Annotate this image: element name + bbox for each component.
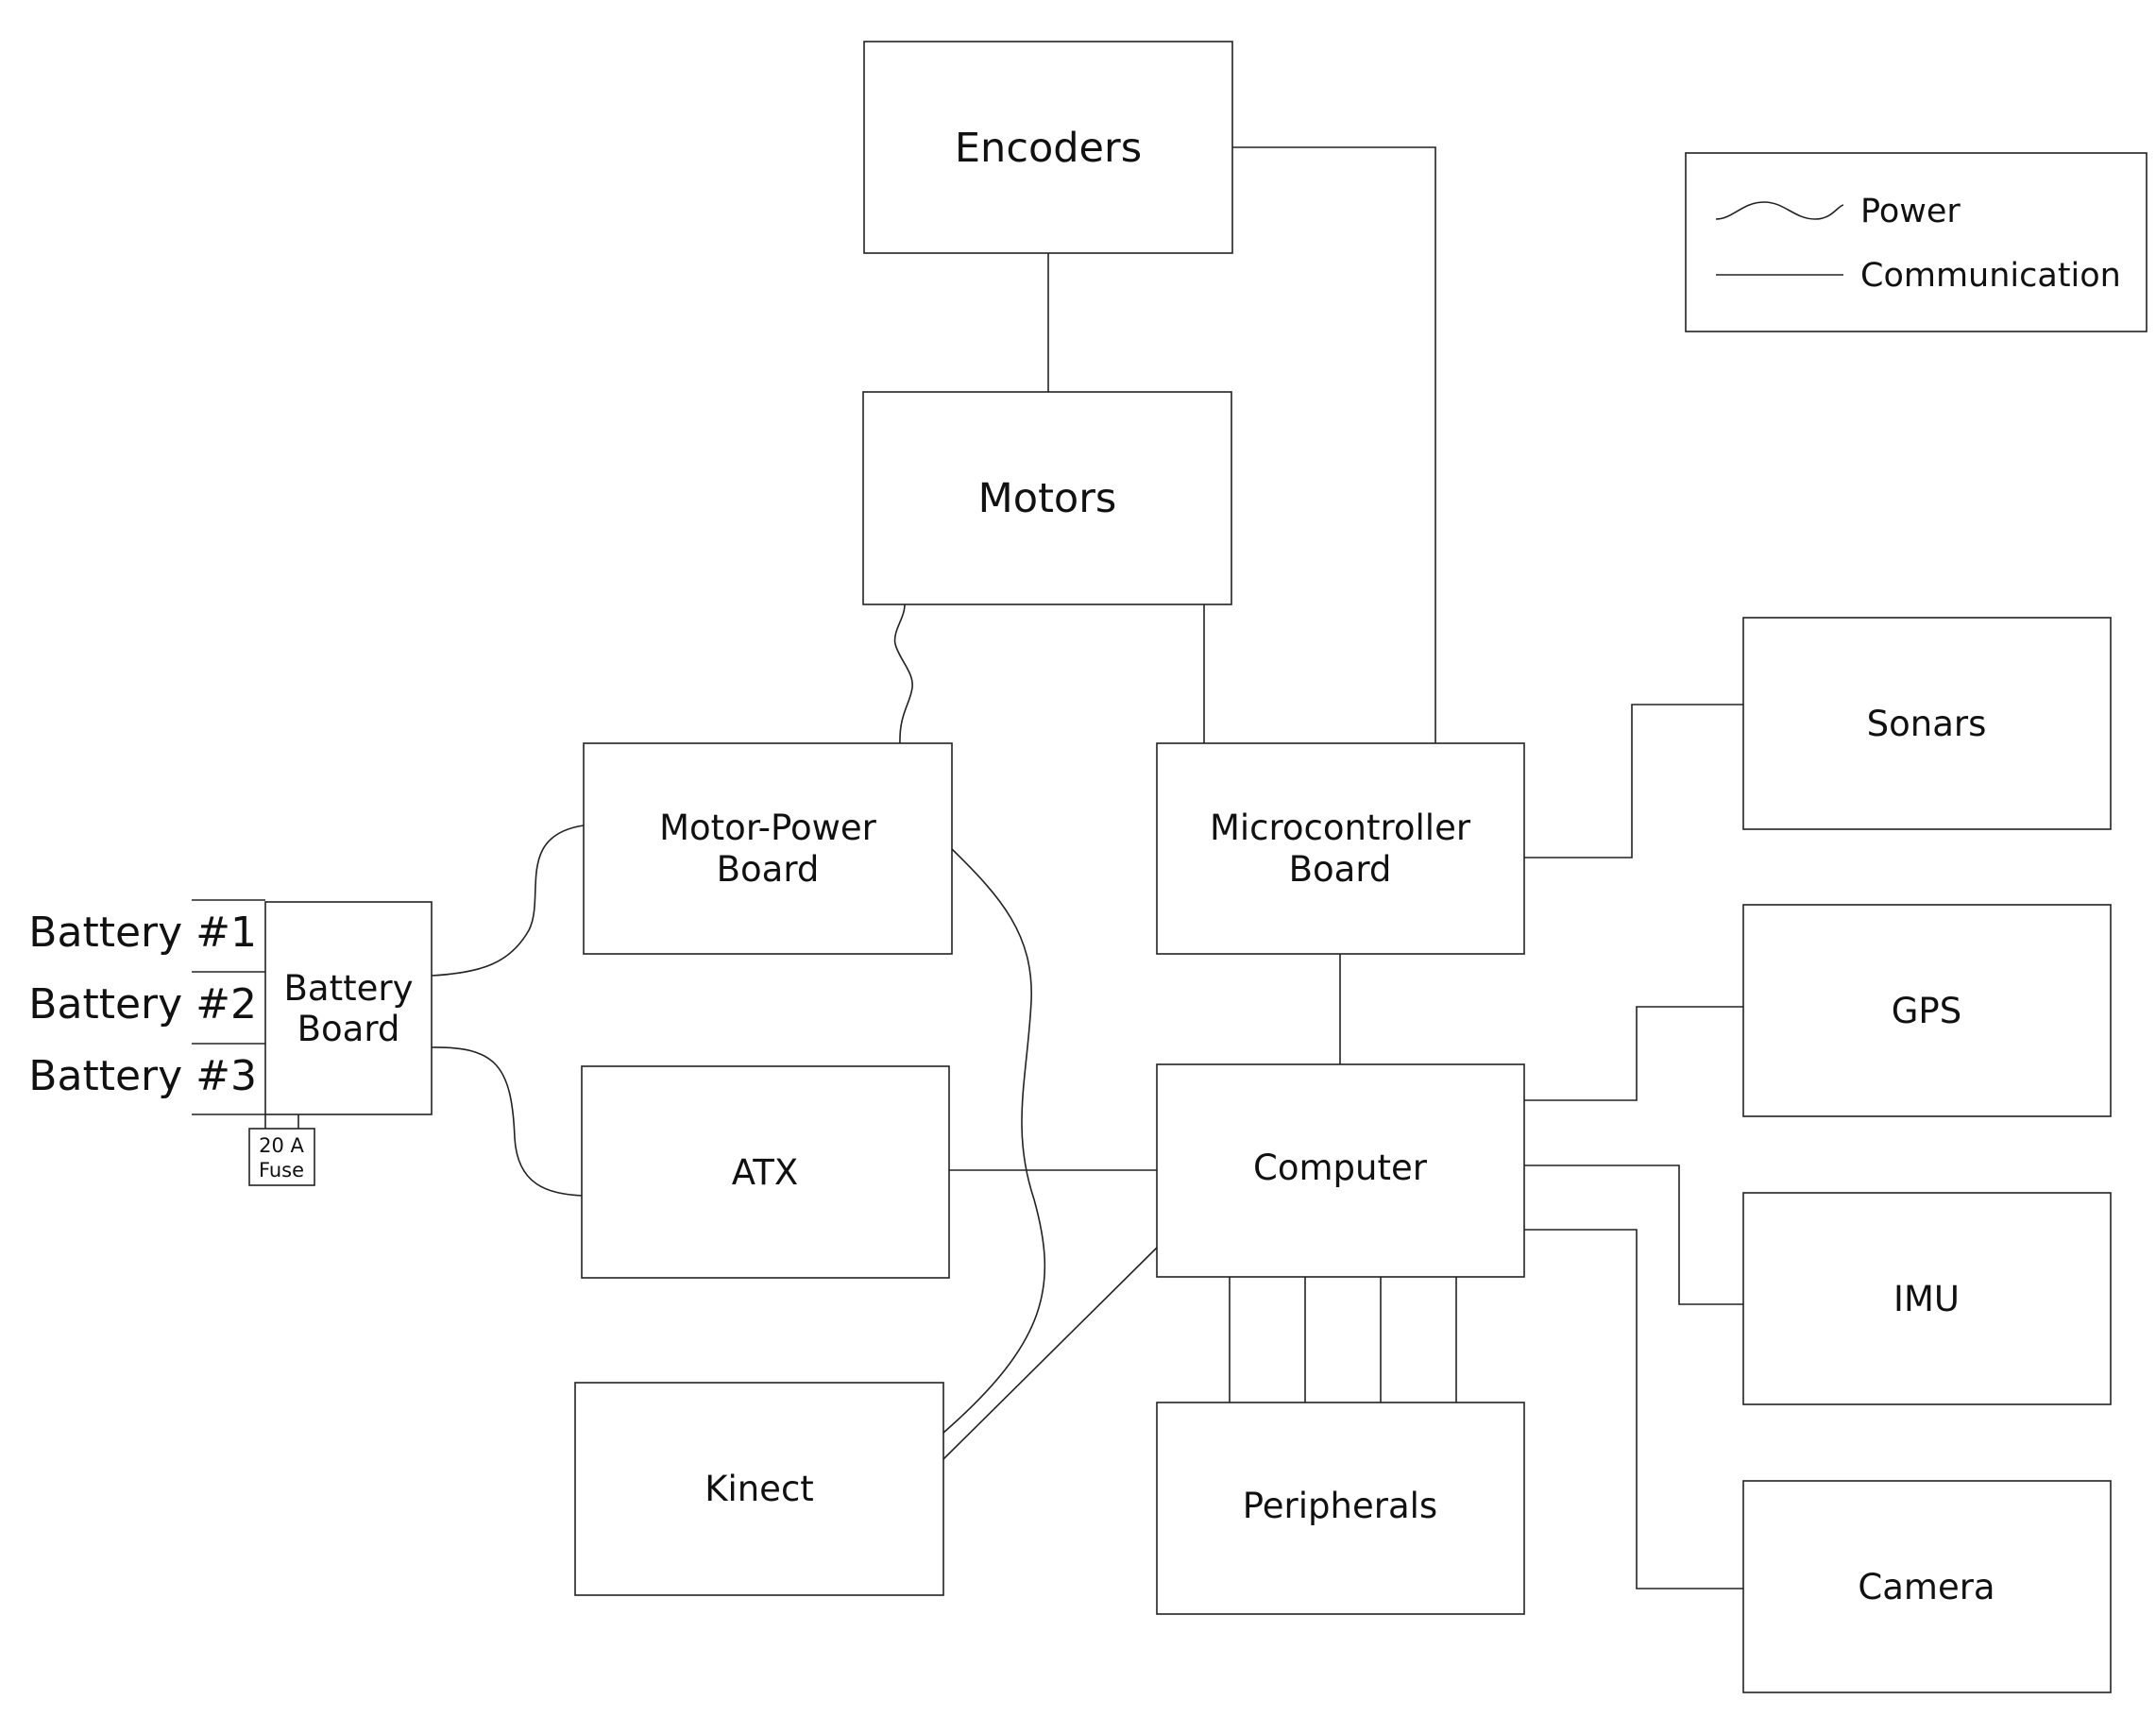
kinect-label: Kinect — [705, 1469, 814, 1509]
edge-computer-camera — [1524, 1229, 1743, 1590]
legend-power-label: Power — [1860, 193, 1961, 230]
edge-motorpower-kinect-power — [942, 848, 1046, 1434]
battery-3-label: Battery #3 — [28, 1052, 257, 1100]
microcontroller-board-label-line2: Board — [1289, 849, 1392, 890]
sonars-block: Sonars — [1742, 617, 2112, 830]
legend-communication-label: Communication — [1860, 257, 2121, 295]
atx-label: ATX — [732, 1152, 798, 1193]
imu-label: IMU — [1893, 1279, 1960, 1319]
edge-kinect-computer — [942, 1247, 1158, 1461]
legend-box — [1685, 152, 2148, 332]
battery-labels: Battery #1 Battery #2 Battery #3 — [28, 909, 257, 1100]
kinect-block: Kinect — [574, 1382, 944, 1596]
peripherals-block: Peripherals — [1156, 1402, 1525, 1615]
edge-battery-atx-power — [431, 1046, 583, 1197]
motors-block: Motors — [862, 391, 1232, 605]
battery-2-label: Battery #2 — [28, 980, 257, 1028]
gps-block: GPS — [1742, 904, 2112, 1117]
fuse-label-line1: 20 A — [259, 1134, 304, 1157]
edge-microcontroller-sonars — [1524, 704, 1743, 858]
computer-block: Computer — [1156, 1063, 1525, 1278]
battery-board-label-line2: Board — [297, 1009, 400, 1049]
edge-computer-gps — [1524, 1006, 1743, 1101]
motors-label: Motors — [978, 475, 1117, 522]
fuse-label-line2: Fuse — [259, 1159, 304, 1182]
peripherals-label: Peripherals — [1243, 1486, 1437, 1526]
battery-board-label-line1: Battery — [284, 968, 414, 1009]
encoders-block: Encoders — [863, 41, 1233, 254]
edge-battery-motorpower-power — [431, 824, 585, 977]
edge-motors-motorpower-power — [893, 604, 913, 744]
computer-label: Computer — [1253, 1148, 1428, 1188]
motor-power-board-block: Motor-Power Board — [583, 742, 953, 955]
gps-label: GPS — [1892, 991, 1961, 1031]
camera-label: Camera — [1858, 1567, 1995, 1607]
wires — [192, 146, 1743, 1590]
battery-1-label: Battery #1 — [28, 909, 257, 957]
imu-block: IMU — [1742, 1192, 2112, 1405]
fuse-block: 20 A Fuse — [248, 1128, 315, 1186]
motor-power-board-label-line2: Board — [717, 849, 820, 890]
legend: Power Communication — [1685, 152, 2148, 332]
legend-power-swatch — [1715, 201, 1844, 220]
atx-block: ATX — [581, 1065, 950, 1279]
camera-block: Camera — [1742, 1480, 2112, 1693]
microcontroller-board-block: Microcontroller Board — [1156, 742, 1525, 955]
edge-encoders-microcontroller — [1232, 146, 1436, 743]
edge-computer-imu — [1524, 1164, 1743, 1305]
encoders-label: Encoders — [955, 125, 1142, 172]
motor-power-board-label-line1: Motor-Power — [659, 808, 877, 848]
microcontroller-board-label-line1: Microcontroller — [1210, 808, 1471, 848]
sonars-label: Sonars — [1867, 704, 1987, 744]
battery-board-block: Battery Board — [264, 901, 433, 1115]
